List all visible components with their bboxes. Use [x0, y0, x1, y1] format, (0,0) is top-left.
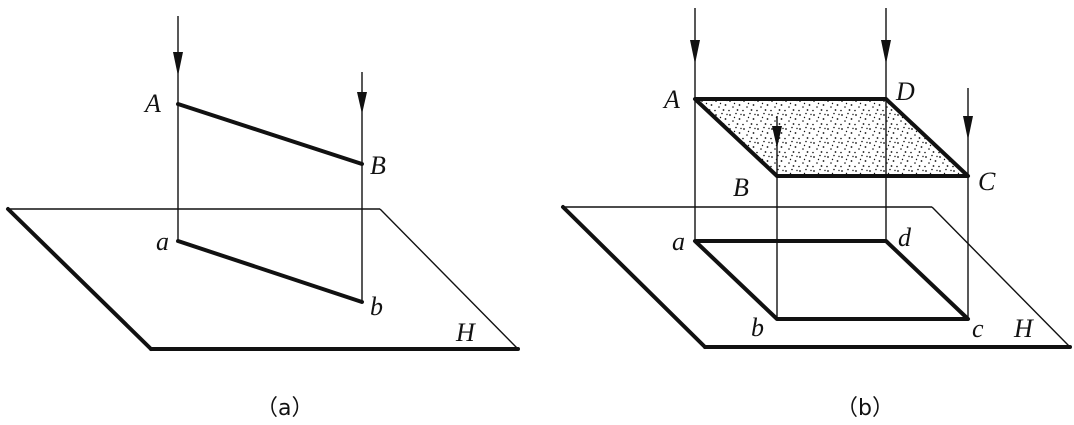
segment-AB	[176, 102, 364, 166]
label-D-b: D	[895, 77, 915, 106]
label-A-b: A	[662, 85, 680, 114]
label-b-a: b	[370, 292, 383, 321]
panel-a: A B a b H （a）	[6, 16, 520, 421]
projection-abcd	[693, 239, 970, 321]
arrowhead-a-right	[357, 92, 367, 114]
panel-b: A D B C a d b c H （b）	[561, 8, 1072, 421]
label-a-a: a	[156, 227, 169, 256]
arrowhead-b-C	[963, 116, 973, 140]
arrowhead-b-A	[690, 40, 700, 64]
plane-h-b-right-edge	[931, 206, 1071, 348]
quad-ABCD	[693, 97, 970, 178]
plane-h-b	[561, 205, 1072, 349]
label-H-a: H	[455, 318, 476, 347]
label-d-b: d	[898, 223, 912, 252]
plane-h-a	[6, 207, 520, 351]
label-H-b: H	[1013, 314, 1034, 343]
projection-ab	[176, 239, 364, 304]
arrowhead-b-B	[772, 126, 782, 148]
label-a-b: a	[672, 227, 685, 256]
caption-b: （b）	[836, 396, 894, 421]
arrowhead-b-D	[881, 40, 891, 64]
label-c-b: c	[972, 314, 984, 343]
label-B-b: B	[733, 173, 749, 202]
label-b-b: b	[751, 313, 764, 342]
label-B-a: B	[370, 151, 386, 180]
arrowhead-a-left	[173, 52, 183, 76]
label-C-b: C	[978, 167, 996, 196]
plane-h-a-left-edge	[6, 207, 153, 351]
plane-h-a-right-edge	[379, 208, 519, 350]
label-A-a: A	[143, 89, 161, 118]
plane-h-b-left-edge	[561, 205, 707, 349]
caption-a: （a）	[256, 396, 313, 421]
